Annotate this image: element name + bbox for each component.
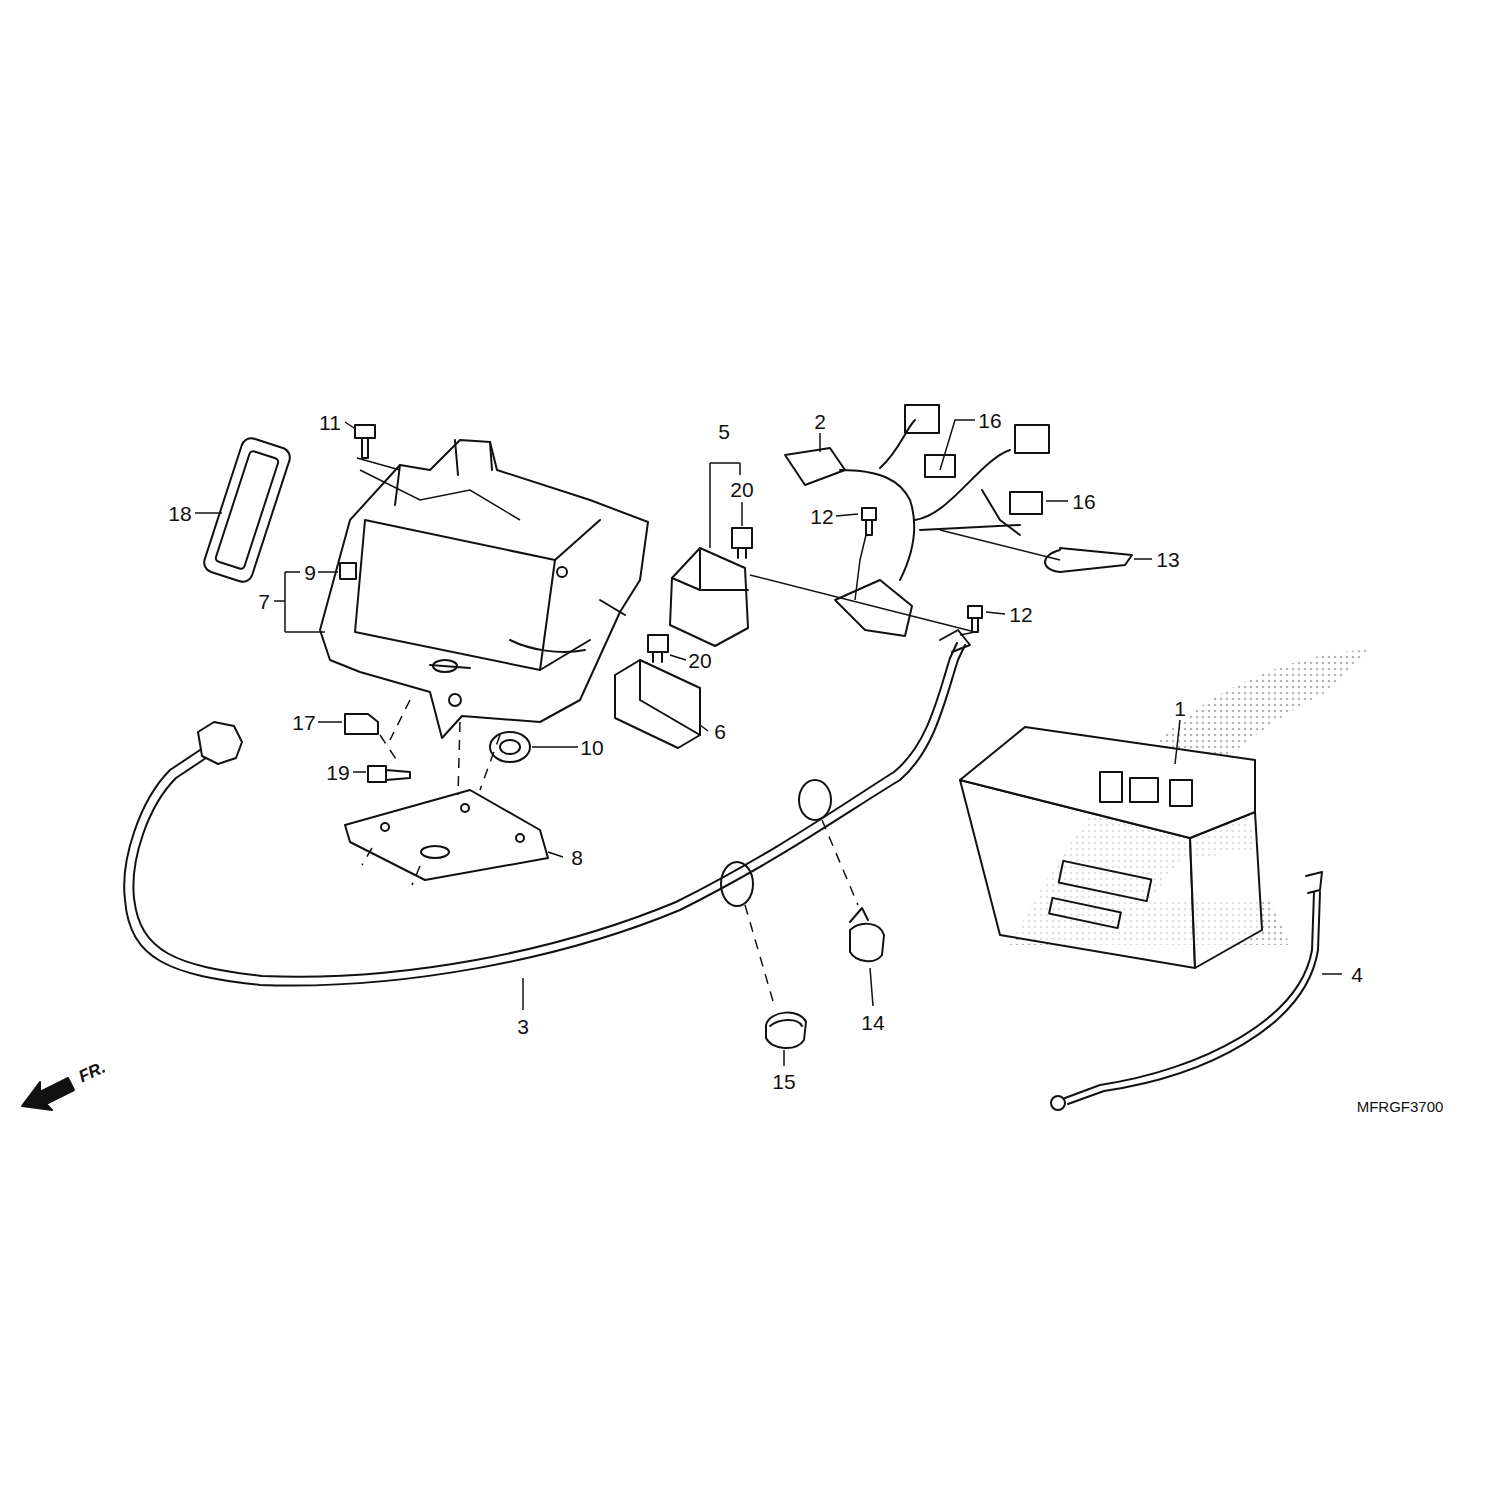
callout-number: 5: [718, 421, 730, 442]
callout-number: 11: [319, 412, 341, 433]
callout-number: 12: [810, 506, 833, 527]
callout-number: 20: [688, 650, 711, 671]
callout-number: 2: [814, 411, 826, 432]
callout-number: 16: [978, 410, 1001, 431]
direction-label: FR.: [76, 1059, 108, 1086]
callout-number: 7: [258, 591, 270, 612]
callout-number: 9: [304, 562, 316, 583]
callout-number: 13: [1156, 549, 1179, 570]
diagram-code: MFRGF3700: [1357, 1099, 1444, 1114]
callout-number: 14: [861, 1012, 884, 1033]
callout-number: 10: [580, 737, 603, 758]
callout-number: 8: [571, 847, 583, 868]
callout-number: 19: [326, 762, 349, 783]
callout-number: 15: [772, 1071, 795, 1092]
callout-number: 3: [517, 1016, 529, 1037]
callout-number: 6: [714, 721, 726, 742]
callout-number: 12: [1009, 604, 1032, 625]
callout-number: 16: [1072, 491, 1095, 512]
callout-number: 18: [168, 503, 191, 524]
callout-number: 4: [1351, 964, 1363, 985]
callout-number: 20: [730, 479, 753, 500]
callout-number: 17: [292, 712, 315, 733]
callout-number: 1: [1174, 698, 1186, 719]
